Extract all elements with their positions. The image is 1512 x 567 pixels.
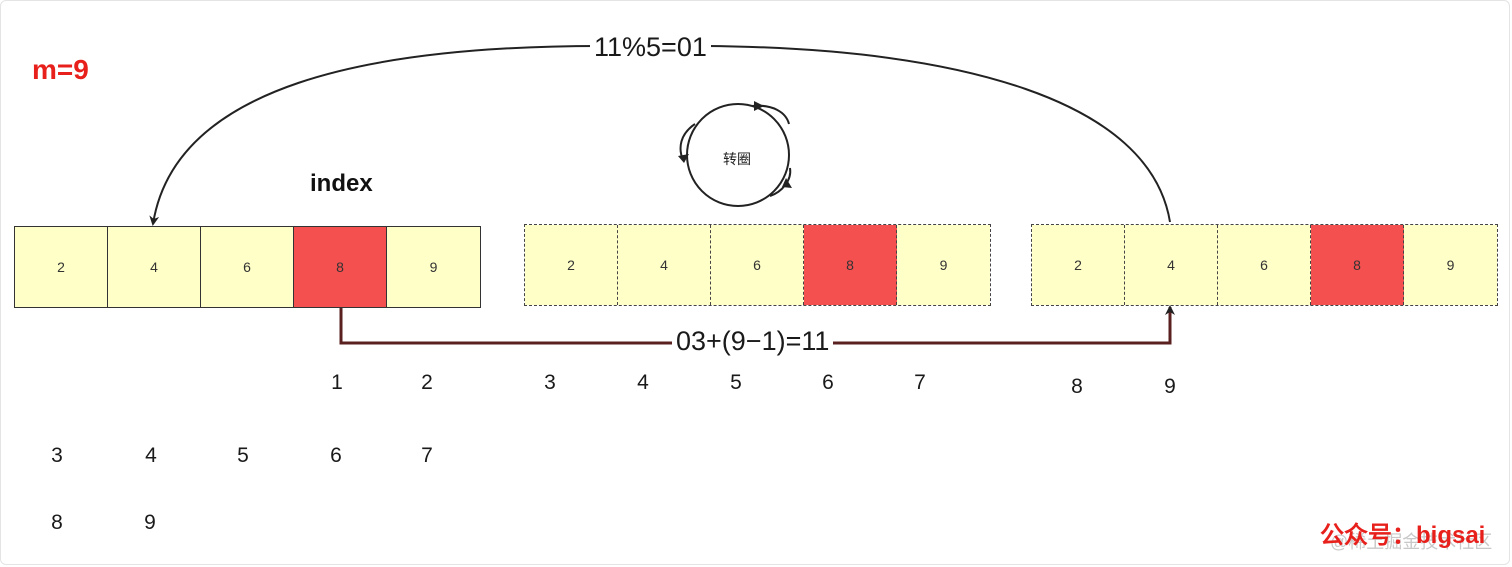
count-number: 1 — [331, 371, 343, 394]
count-number: 8 — [1071, 375, 1083, 398]
count-number: 4 — [145, 444, 157, 467]
array-cell: 4 — [1125, 225, 1218, 305]
spin-arrowhead-top — [754, 101, 764, 111]
array-cell: 4 — [108, 227, 201, 307]
count-number: 3 — [51, 444, 63, 467]
spin-arrowhead-right — [782, 178, 792, 188]
array-cell-highlighted: 8 — [1311, 225, 1404, 305]
array-cell: 2 — [15, 227, 108, 307]
spin-arrowhead-left — [678, 154, 689, 163]
count-number: 9 — [144, 511, 156, 534]
array-cell: 9 — [1404, 225, 1497, 305]
array-cell: 6 — [1218, 225, 1311, 305]
bottom-edge-label: 03+(9−1)=11 — [672, 326, 834, 357]
count-number: 5 — [730, 371, 742, 394]
array-cell: 9 — [387, 227, 480, 307]
index-label: index — [310, 170, 373, 197]
watermark-brand: 公众号：bigsai — [1320, 522, 1486, 549]
array-cell: 2 — [1032, 225, 1125, 305]
top-arc-arrow — [149, 45, 1171, 226]
count-number: 6 — [822, 371, 834, 394]
count-number: 3 — [544, 371, 556, 394]
array-cell-highlighted: 8 — [294, 227, 387, 307]
top-edge-label: 11%5=01 — [590, 32, 711, 63]
count-number: 6 — [330, 444, 342, 467]
array-cell: 4 — [618, 225, 711, 305]
count-number: 8 — [51, 511, 63, 534]
array-cell: 6 — [201, 227, 294, 307]
count-number: 5 — [237, 444, 249, 467]
count-number: 7 — [914, 371, 926, 394]
count-number: 4 — [637, 371, 649, 394]
array-cell-highlighted: 8 — [804, 225, 897, 305]
spin-label: 转圈 — [723, 151, 751, 167]
array-cell: 2 — [525, 225, 618, 305]
count-number: 9 — [1164, 375, 1176, 398]
array-cell: 6 — [711, 225, 804, 305]
array-cell: 9 — [897, 225, 990, 305]
array-row-2: 2 4 6 8 9 — [524, 224, 991, 306]
count-number: 7 — [421, 444, 433, 467]
watermark-site: @稀土掘金技术社区 — [1330, 532, 1493, 552]
m-value-label: m=9 — [32, 54, 89, 85]
array-row-3: 2 4 6 8 9 — [1031, 224, 1498, 306]
array-row-1: 2 4 6 8 9 — [14, 226, 481, 308]
count-number: 2 — [421, 371, 433, 394]
